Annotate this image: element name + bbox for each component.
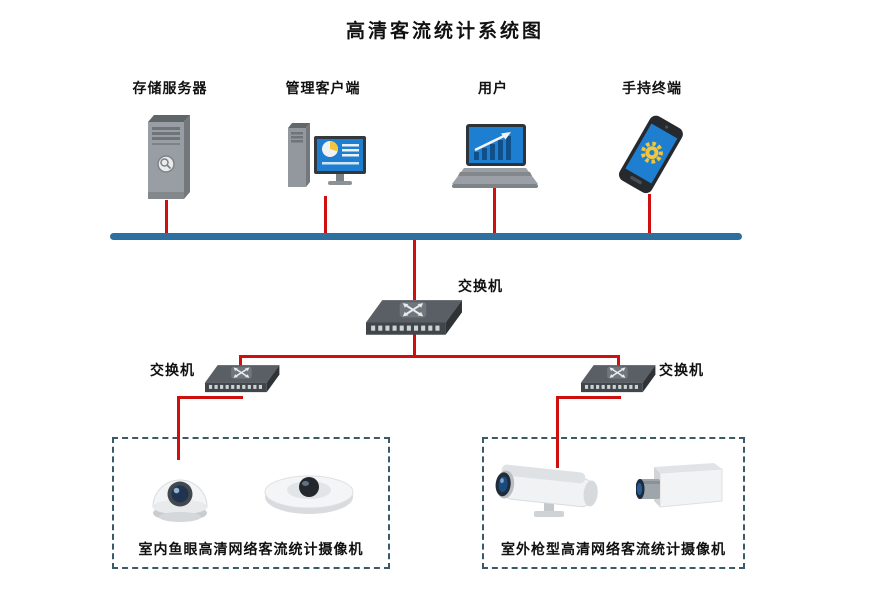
link-bus-to-core-switch xyxy=(413,240,416,300)
label-core-switch: 交换机 xyxy=(458,278,503,294)
box-camera-icon xyxy=(636,463,723,508)
link-right-switch-elbow xyxy=(556,396,621,399)
laptop-icon xyxy=(452,124,538,188)
network-bus-line xyxy=(110,233,742,240)
link-left-switch-elbow xyxy=(177,396,243,399)
link-left-switch-to-cameras xyxy=(177,396,180,460)
label-user: 用户 xyxy=(478,80,508,96)
left-access-switch-icon xyxy=(205,362,281,400)
label-outdoor-camera-group: 室外枪型高清网络客流统计摄像机 xyxy=(501,541,726,557)
label-storage-server: 存储服务器 xyxy=(132,80,208,96)
label-left-switch: 交换机 xyxy=(150,362,195,378)
link-right-switch-to-cameras xyxy=(556,396,559,468)
indoor-camera-group-box: 室内鱼眼高清网络客流统计摄像机 xyxy=(112,437,390,569)
core-switch-icon xyxy=(366,296,464,345)
link-user-to-bus xyxy=(493,188,496,236)
link-branch-horizontal xyxy=(239,355,620,358)
desktop-pc-icon xyxy=(288,123,366,187)
link-storage-server-to-bus xyxy=(165,200,168,236)
link-branch-to-left-switch xyxy=(239,355,242,371)
smartphone-icon xyxy=(618,115,683,194)
server-tower-icon xyxy=(148,115,190,199)
dome-fisheye-camera-icon xyxy=(152,479,208,522)
label-management-client: 管理客户端 xyxy=(285,80,361,96)
link-handheld-terminal-to-bus xyxy=(648,194,651,236)
outdoor-camera-group-box: 室外枪型高清网络客流统计摄像机 xyxy=(482,437,745,569)
label-right-switch: 交换机 xyxy=(659,362,704,378)
link-management-client-to-bus xyxy=(324,196,327,236)
link-core-switch-down xyxy=(413,334,416,358)
right-access-switch-icon xyxy=(581,362,657,400)
label-indoor-camera-group: 室内鱼眼高清网络客流统计摄像机 xyxy=(138,541,364,557)
label-handheld-terminal: 手持终端 xyxy=(622,80,682,96)
diagram-title: 高清客流统计系统图 xyxy=(345,21,544,42)
link-branch-to-right-switch xyxy=(617,355,620,371)
ceiling-fisheye-camera-icon xyxy=(264,475,354,514)
bullet-camera-icon xyxy=(495,464,598,517)
